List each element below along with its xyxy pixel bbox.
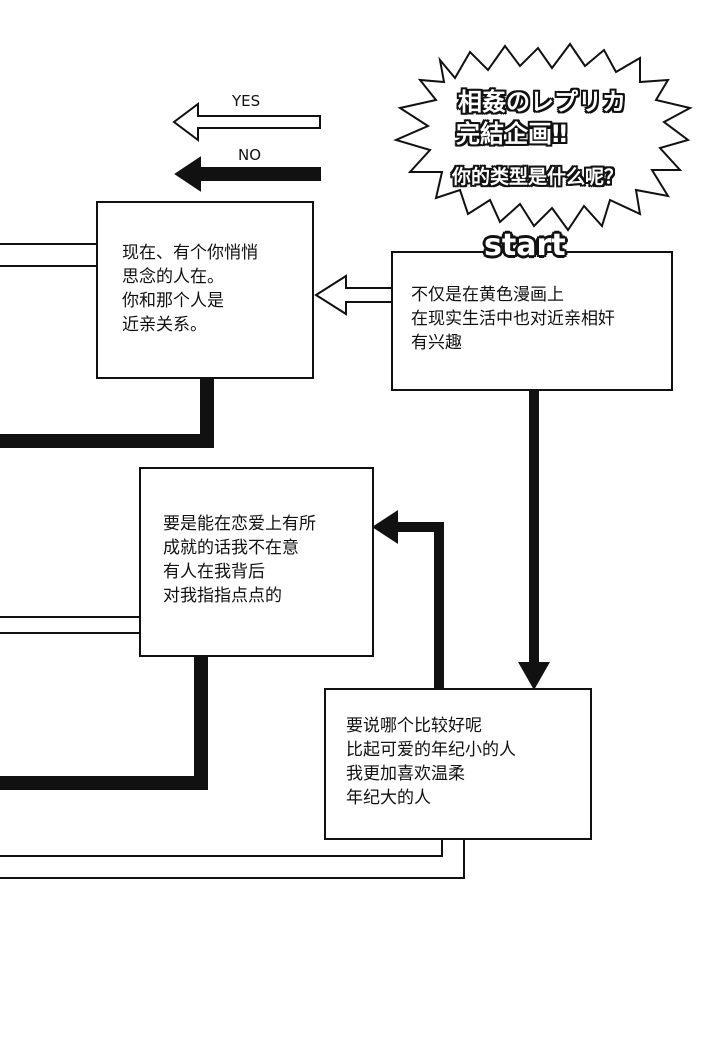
yes-line-age-left-inner xyxy=(0,838,443,857)
legend-yes-label: YES xyxy=(232,92,261,110)
title-line-2: 完結企画‼ xyxy=(456,120,568,148)
legend-yes-arrow xyxy=(172,102,321,142)
yes-arrow-start-to-thinking xyxy=(314,274,393,316)
legend-no-arrow xyxy=(174,156,321,192)
node-age: 要说哪个比较好呢 比起可爱的年纪小的人 我更加喜欢温柔 年纪大的人 xyxy=(324,688,592,840)
no-line-love-down xyxy=(194,656,208,790)
node-thinking: 现在、有个你悄悄 思念的人在。 你和那个人是 近亲关系。 xyxy=(96,201,314,379)
start-label: start xyxy=(484,228,566,263)
no-line-thinking-down xyxy=(200,378,214,448)
no-line-age-to-love xyxy=(394,522,444,532)
no-line-love-left xyxy=(0,776,208,790)
no-arrowhead-start-to-age xyxy=(518,662,550,690)
title-line-3: 你的类型是什么呢？ xyxy=(452,166,624,188)
title-line-1: 相姦のレプリカ xyxy=(458,88,626,116)
no-line-start-to-age xyxy=(529,390,539,666)
legend-no-label: NO xyxy=(238,146,262,164)
no-arrowhead-age-to-love xyxy=(372,510,398,544)
yes-line-age-left-outer xyxy=(0,838,465,879)
title-starburst xyxy=(393,42,693,232)
node-love: 要是能在恋爱上有所 成就的话我不在意 有人在我背后 对我指指点点的 xyxy=(139,467,374,657)
no-line-age-up xyxy=(434,522,444,688)
node-start: 不仅是在黄色漫画上 在现实生活中也对近亲相奸 有兴趣 xyxy=(391,251,673,391)
no-line-thinking-left xyxy=(0,434,214,448)
